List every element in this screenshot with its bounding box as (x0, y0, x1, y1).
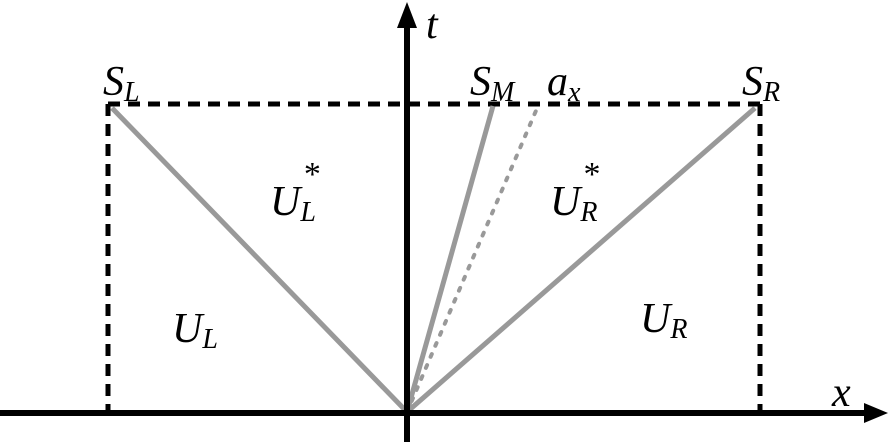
wave-label-middle: SM (470, 59, 516, 108)
region-label-left-star: UL* (270, 156, 321, 228)
sound-wave-line (405, 104, 540, 414)
t-axis-arrowhead (397, 2, 417, 28)
left-wave-line (110, 106, 409, 414)
x-axis-arrowhead (864, 403, 888, 423)
region-label-left: UL (172, 306, 218, 355)
region-label-right-star: UR* (550, 156, 600, 228)
right-wave-line (405, 106, 757, 414)
wave-label-right: SR (742, 59, 780, 108)
wave-label-sound: ax (547, 59, 581, 108)
region-label-right: UR (640, 296, 687, 345)
x-axis-label: x (831, 370, 851, 416)
contact-wave-line (404, 105, 496, 413)
wave-label-left: SL (103, 59, 140, 108)
t-axis-label: t (426, 2, 439, 48)
